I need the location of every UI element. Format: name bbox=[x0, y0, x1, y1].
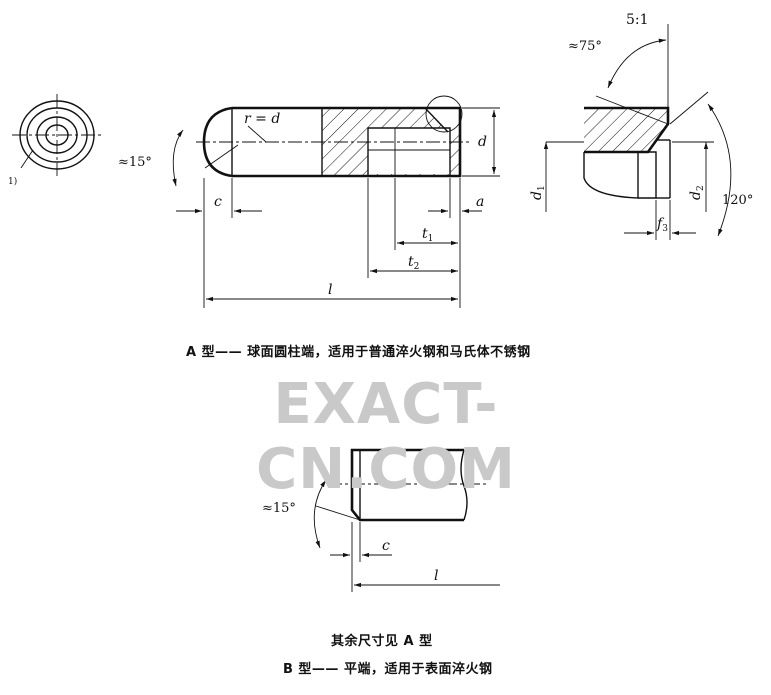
type-a-pin-body bbox=[196, 95, 470, 178]
dim-f3-label: f3 bbox=[656, 216, 668, 234]
dim-l-label-b: l bbox=[434, 568, 438, 584]
dim-f3 bbox=[624, 200, 696, 240]
dim-angle-75 bbox=[607, 38, 667, 89]
detail-scale: 5:1 bbox=[626, 12, 649, 28]
dim-c-b bbox=[330, 522, 392, 592]
dim-t2 bbox=[367, 178, 461, 278]
dim-a bbox=[428, 178, 482, 218]
dim-c-a bbox=[176, 178, 262, 218]
type-b-caption: B 型—— 平端，适用于表面淬火钢 bbox=[283, 662, 493, 677]
dim-d2 bbox=[672, 141, 714, 212]
type-b-note: 其余尺寸见 A 型 bbox=[331, 634, 433, 649]
angle-75-label: ≈75° bbox=[568, 39, 602, 54]
radius-label: r = d bbox=[244, 111, 280, 127]
dim-d-label: d bbox=[478, 134, 487, 150]
end-view bbox=[12, 94, 102, 176]
watermark: EXACT-CN.COM bbox=[256, 372, 516, 502]
dim-angle-120 bbox=[669, 91, 732, 237]
type-a-caption: A 型—— 球面圆柱端，适用于普通淬火钢和马氏体不锈钢 bbox=[186, 345, 531, 360]
dim-angle-15-a bbox=[172, 129, 184, 187]
dim-t1 bbox=[394, 178, 461, 250]
angle-120-label: 120° bbox=[722, 193, 753, 208]
dim-l-a bbox=[203, 218, 461, 308]
detail-view bbox=[583, 24, 671, 199]
dim-d2-label: d2 bbox=[688, 185, 706, 200]
dim-c-label-a: c bbox=[214, 194, 222, 210]
angle-15-label-a: ≈15° bbox=[118, 155, 152, 170]
footnote-marker: 1) bbox=[8, 176, 17, 187]
dim-angle-15-b bbox=[313, 479, 361, 549]
dim-t1-label: t1 bbox=[422, 226, 433, 244]
dim-d1 bbox=[543, 141, 584, 212]
type-b-pin-body bbox=[328, 448, 488, 522]
dim-d1-label: d1 bbox=[529, 185, 547, 200]
dim-a-label: a bbox=[476, 194, 484, 210]
dim-c-label-b: c bbox=[382, 538, 390, 554]
dim-diameter-d bbox=[462, 107, 500, 177]
angle-15-label-b: ≈15° bbox=[262, 501, 296, 516]
dim-l-label-a: l bbox=[328, 282, 332, 298]
dim-t2-label: t2 bbox=[408, 254, 419, 272]
